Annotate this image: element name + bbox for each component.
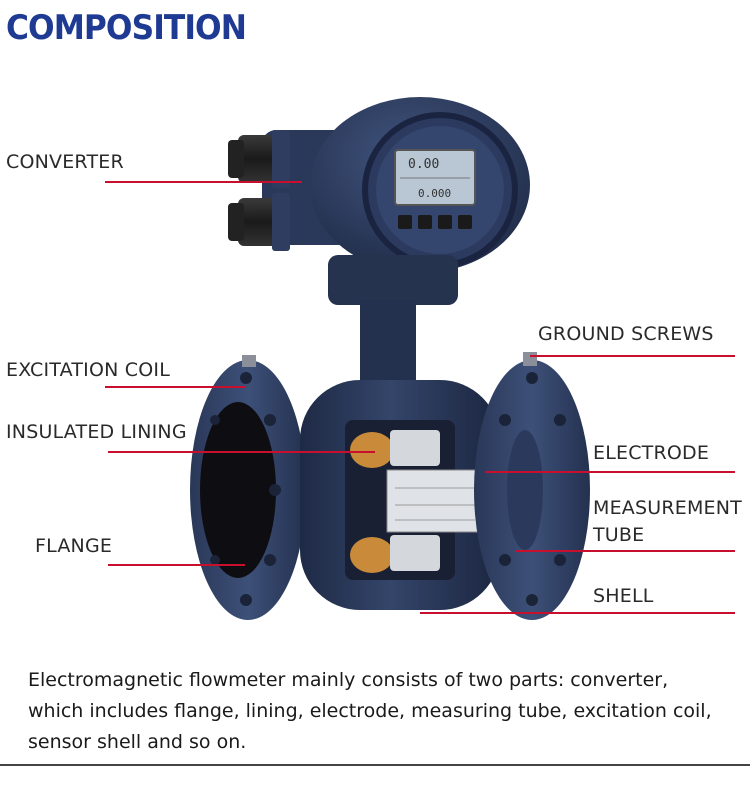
cable-gland-top (228, 130, 290, 188)
label-ground-screws: GROUND SCREWS (538, 323, 714, 345)
label-insulated-lining: INSULATED LINING (6, 421, 187, 443)
label-shell: SHELL (593, 585, 654, 607)
flowmeter-illustration: 0.00 0.000 (105, 97, 735, 620)
lcd-bottom-reading: 0.000 (418, 187, 451, 200)
page-title: COMPOSITION (6, 8, 247, 48)
keypad (398, 215, 472, 229)
left-flange (190, 355, 306, 620)
converter-assembly: 0.00 0.000 (228, 97, 530, 380)
lcd-top-reading: 0.00 (408, 157, 439, 172)
leader-lines (105, 181, 735, 614)
label-tube: TUBE (593, 524, 645, 546)
sensor-shell (300, 380, 500, 610)
description-text: Electromagnetic flowmeter mainly consist… (28, 669, 712, 753)
label-electrode: ELECTRODE (593, 442, 710, 464)
label-excitation-coil: EXCITATION COIL (6, 359, 170, 381)
cable-gland-bottom (228, 193, 290, 251)
label-measurement: MEASUREMENT (593, 497, 742, 519)
label-converter: CONVERTER (6, 151, 124, 173)
label-flange: FLANGE (35, 535, 113, 557)
right-flange (474, 352, 590, 620)
flowmeter-diagram: 0.00 0.000 (105, 97, 735, 620)
lcd-display: 0.00 0.000 (394, 149, 476, 206)
bottom-divider (0, 764, 750, 766)
